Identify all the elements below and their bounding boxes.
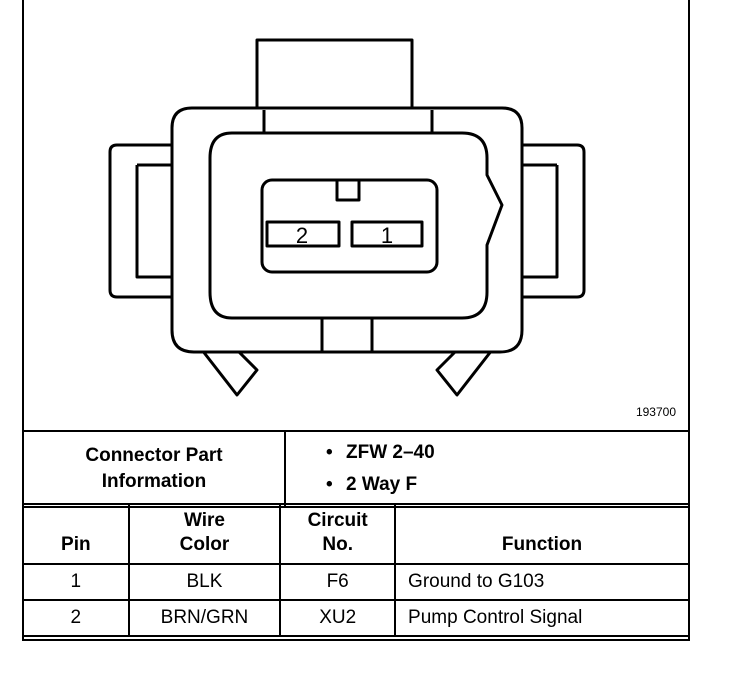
terminal-label-1: 1 [381, 223, 393, 248]
header-function: Function [394, 503, 690, 565]
figure-id: 193700 [635, 405, 676, 419]
bottom-key [320, 316, 374, 354]
polarization-notch [335, 178, 361, 202]
left-lock-loop [108, 143, 172, 299]
cell-pin: 1 [22, 563, 130, 601]
terminal-cavity-1 [350, 220, 424, 248]
header-circuit: Circuit No. [279, 503, 397, 565]
cell-pin: 2 [22, 599, 130, 637]
terminal-label-2: 2 [296, 223, 308, 248]
diagram-frame [22, 0, 690, 641]
pin-table: Pin Wire Color Circuit No. Function 1 BL… [22, 503, 690, 637]
header-pin: Pin [22, 503, 130, 565]
right-lock-loop [522, 143, 586, 299]
connector-drawing: 2 1 [108, 38, 586, 397]
table-row: 1 BLK F6 Ground to G103 [22, 563, 690, 601]
cell-wire-color: BLK [127, 563, 282, 601]
cell-circuit: XU2 [279, 599, 397, 637]
terminal-cavity-2 [265, 220, 341, 248]
header-wire-color: Wire Color [127, 503, 282, 565]
cell-function: Pump Control Signal [394, 599, 690, 637]
cell-function: Ground to G103 [394, 563, 690, 601]
connector-part-info: Connector Part Information •ZFW 2–40 •2 … [22, 430, 690, 508]
part-info-values: •ZFW 2–40 •2 Way F [284, 430, 690, 508]
part-info-item: •2 Way F [326, 474, 418, 495]
pin-table-header: Pin Wire Color Circuit No. Function [22, 503, 690, 565]
part-info-label: Connector Part Information [22, 430, 286, 508]
cell-circuit: F6 [279, 563, 397, 601]
connector-top-latch [255, 38, 414, 112]
part-info-item: •ZFW 2–40 [326, 442, 435, 463]
cell-wire-color: BRN/GRN [127, 599, 282, 637]
table-row: 2 BRN/GRN XU2 Pump Control Signal [22, 599, 690, 637]
